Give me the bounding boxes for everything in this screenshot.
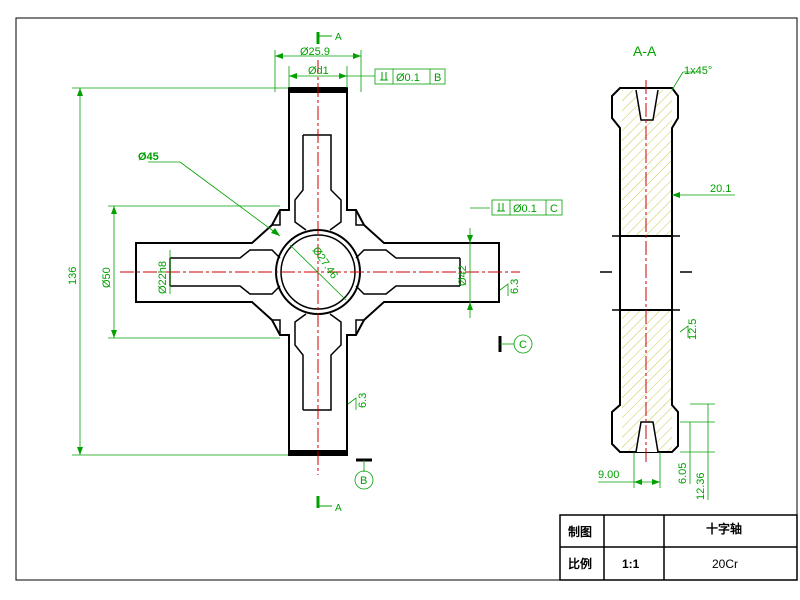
section-view — [600, 80, 692, 465]
dim-12-36: 12.36 — [695, 472, 707, 500]
fcf-c: Ø0.1 C — [491, 199, 563, 216]
front-view — [120, 60, 520, 475]
section-bore-bottom — [635, 421, 659, 453]
dim-d50: Ø50 — [101, 267, 113, 288]
datum-c-label: C — [519, 339, 527, 351]
dim-d1: Ød1 — [308, 65, 329, 77]
dimensions-front — [72, 50, 490, 456]
section-marker-top-label: A — [335, 32, 342, 43]
roughness-right-arm-value: 6.3 — [509, 279, 521, 294]
channel-bottom — [294, 313, 342, 411]
title-part-name: 十字轴 — [706, 521, 742, 536]
datum-b-label: B — [360, 475, 367, 487]
section-hatch-top — [622, 110, 672, 236]
roughness-symbol-bottom-arm: 6.3 — [347, 393, 369, 410]
fcf-c-value: Ø0.1 — [513, 203, 537, 215]
dim-d25-9: Ø25.9 — [300, 46, 330, 58]
fcf-b-datum: B — [434, 72, 441, 84]
drawing-border — [15, 17, 798, 581]
title-block: 制图 十字轴 比例 1:1 20Cr — [559, 514, 798, 581]
section-outline — [611, 87, 679, 453]
dim-d45: Ø45 — [138, 151, 159, 163]
shoulder-steps — [272, 210, 364, 335]
title-material: 20Cr — [712, 557, 738, 571]
section-bore-top — [635, 89, 659, 121]
dimension-arrows — [77, 53, 473, 455]
dim-d42: Ø42 — [457, 265, 469, 286]
roughness-symbol-right-arm: 6.3 — [499, 279, 521, 296]
datum-c: C — [498, 334, 533, 354]
title-scale-label: 比例 — [568, 556, 592, 571]
dim-6-05: 6.05 — [677, 463, 689, 484]
dim-9-00: 9.00 — [598, 469, 619, 481]
dim-chamfer: 1x45° — [684, 65, 712, 77]
fcf-b-value: Ø0.1 — [396, 72, 420, 84]
section-hatch-bottom — [622, 310, 672, 422]
fcf-c-datum: C — [550, 203, 558, 215]
title-drawn-label: 制图 — [568, 524, 592, 539]
fcf-b: Ø0.1 B — [374, 68, 446, 85]
channel-top — [294, 134, 342, 231]
roughness-bottom-arm-value: 6.3 — [357, 393, 369, 408]
dim-136: 136 — [67, 267, 79, 285]
section-marker-bottom: A — [316, 496, 342, 514]
dim-d22h8: Ø22h8 — [157, 261, 169, 294]
dim-d27-46: Ø27.46 — [310, 245, 341, 281]
section-title: A-A — [633, 43, 657, 59]
title-scale-value: 1:1 — [622, 557, 640, 571]
roughness-section-value: 12.5 — [687, 319, 699, 340]
dim-20-1: 20.1 — [710, 183, 731, 195]
section-marker-bottom-label: A — [335, 503, 342, 514]
datum-b: B — [354, 458, 374, 490]
section-arrows — [634, 192, 680, 485]
section-marker-top: A — [316, 32, 342, 44]
